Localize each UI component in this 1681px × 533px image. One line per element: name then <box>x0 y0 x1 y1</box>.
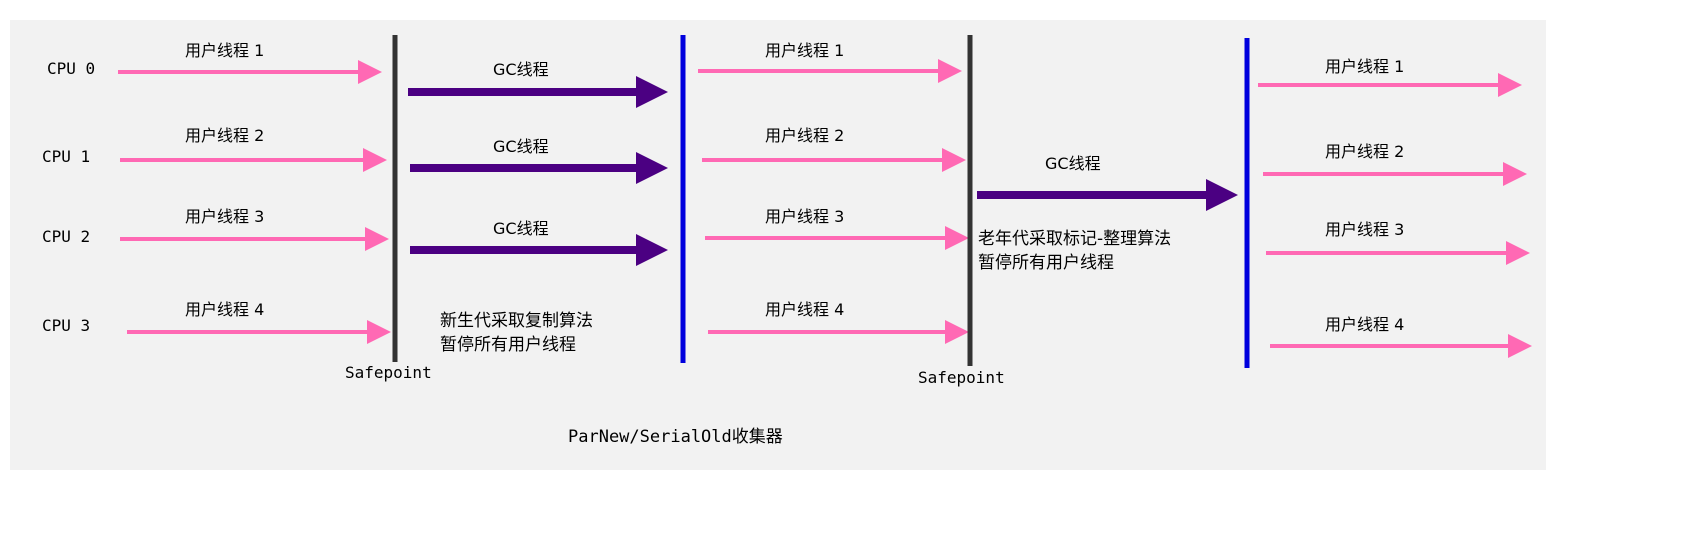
parnew-serialold-diagram: CPU 0 CPU 1 CPU 2 CPU 3 用户线程 1 用户线程 2 用户… <box>42 35 1532 447</box>
young-gen-note: 暂停所有用户线程 <box>440 335 576 355</box>
safepoint-label: Safepoint <box>345 363 432 382</box>
cpu-label: CPU 0 <box>47 59 95 78</box>
diagram-background <box>10 20 1546 470</box>
user-thread-label: 用户线程 3 <box>1325 220 1404 239</box>
user-thread-label: 用户线程 4 <box>185 300 264 319</box>
user-thread-label: 用户线程 2 <box>185 126 264 145</box>
young-gen-note: 新生代采取复制算法 <box>440 311 593 331</box>
user-thread-label: 用户线程 3 <box>185 207 264 226</box>
gc-thread-label: GC线程 <box>493 219 549 238</box>
gc-thread-label: GC线程 <box>493 60 549 79</box>
user-thread-label: 用户线程 1 <box>1325 57 1404 76</box>
user-thread-label: 用户线程 4 <box>1325 315 1404 334</box>
cpu-label: CPU 2 <box>42 227 90 246</box>
old-gen-note: 暂停所有用户线程 <box>978 253 1114 273</box>
user-thread-label: 用户线程 3 <box>765 207 844 226</box>
user-thread-label: 用户线程 4 <box>765 300 844 319</box>
diagram-caption: ParNew/SerialOld收集器 <box>568 427 783 447</box>
user-thread-label: 用户线程 1 <box>185 41 264 60</box>
user-thread-label: 用户线程 2 <box>765 126 844 145</box>
safepoint-label: Safepoint <box>918 368 1005 387</box>
cpu-label: CPU 3 <box>42 316 90 335</box>
old-gen-note: 老年代采取标记-整理算法 <box>978 229 1171 249</box>
user-thread-label: 用户线程 2 <box>1325 142 1404 161</box>
cpu-label: CPU 1 <box>42 147 90 166</box>
user-thread-label: 用户线程 1 <box>765 41 844 60</box>
gc-thread-label: GC线程 <box>1045 154 1101 173</box>
gc-thread-label: GC线程 <box>493 137 549 156</box>
